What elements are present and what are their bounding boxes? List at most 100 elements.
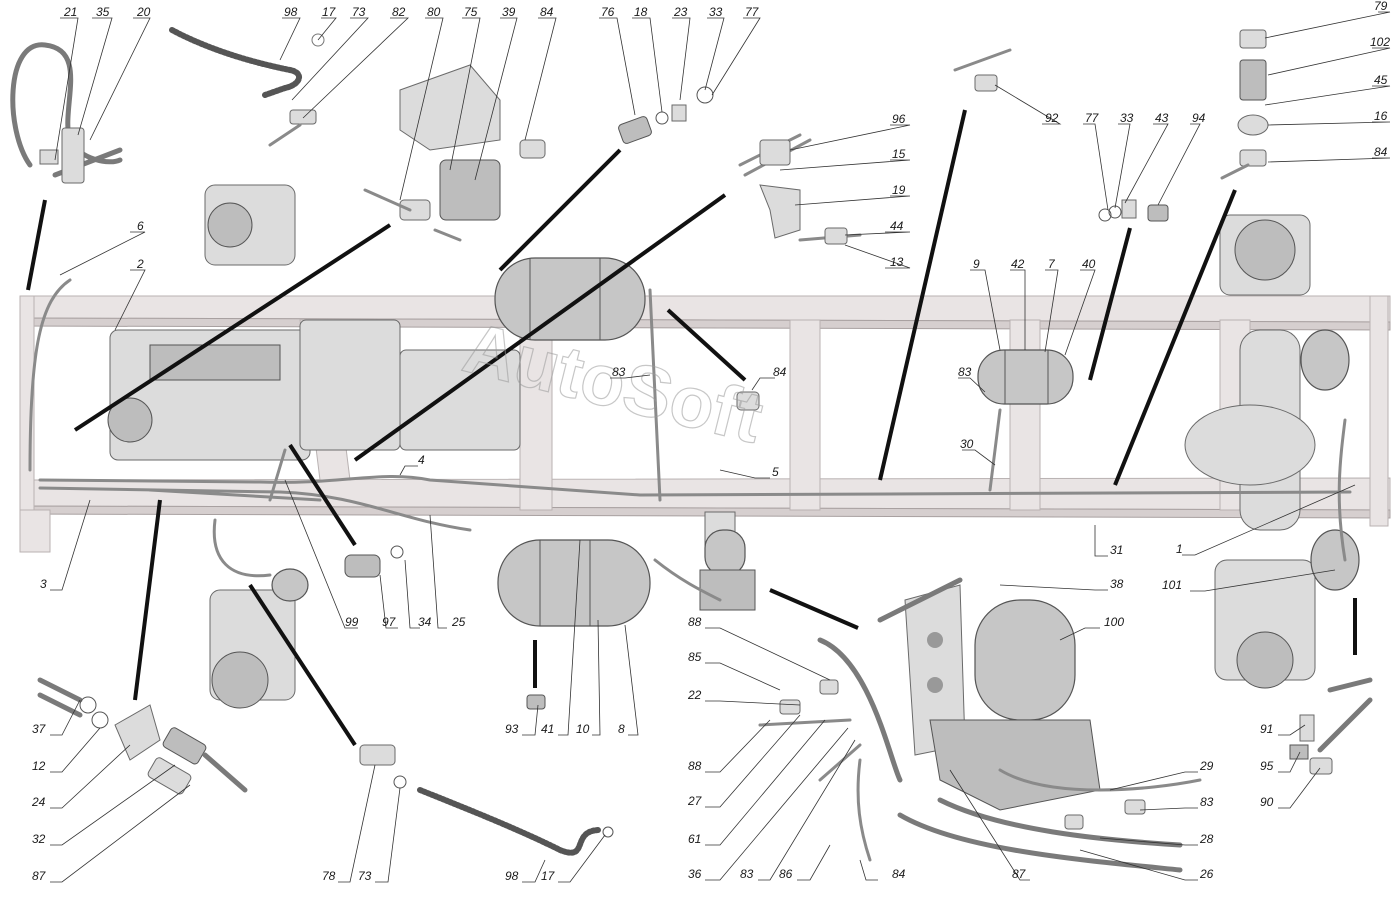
callout-17-top: 17	[322, 5, 337, 19]
callout-32: 32	[32, 832, 46, 846]
pointer-arrows	[26, 109, 1357, 747]
callout-31: 31	[1110, 543, 1123, 557]
callout-30: 30	[960, 437, 974, 451]
callout-12: 12	[32, 759, 46, 773]
callout-7: 7	[1048, 257, 1056, 271]
air-tank-lower	[497, 539, 651, 627]
callout-6: 6	[137, 219, 144, 233]
callout-10: 10	[576, 722, 590, 736]
rear-axle	[1184, 214, 1316, 689]
detail-sensor-fittings	[618, 86, 714, 144]
callout-98-bottom: 98	[505, 869, 519, 883]
callout-77-right: 77	[1085, 111, 1100, 125]
callout-13: 13	[890, 255, 904, 269]
detail-valve-bracket	[363, 64, 546, 242]
pipelines	[28, 278, 1352, 602]
callout-83-tank-mid: 83	[958, 365, 972, 379]
callout-87-dryer: 87	[1012, 867, 1027, 881]
callout-20: 20	[136, 5, 151, 19]
callout-45: 45	[1374, 73, 1388, 87]
callout-33-right: 33	[1120, 111, 1134, 125]
callout-2: 2	[136, 257, 144, 271]
callout-84-right: 84	[1374, 145, 1388, 159]
callout-5: 5	[772, 465, 779, 479]
callout-79: 79	[1374, 0, 1388, 13]
callout-100: 100	[1104, 615, 1124, 629]
callout-26: 26	[1199, 867, 1214, 881]
callout-73-top: 73	[352, 5, 366, 19]
callout-83-dryer-b: 83	[1200, 795, 1214, 809]
callout-61: 61	[688, 832, 701, 846]
callout-99: 99	[345, 615, 359, 629]
front-axle-lower	[209, 589, 296, 709]
callout-39: 39	[502, 5, 516, 19]
callout-98-top: 98	[284, 5, 298, 19]
callout-16: 16	[1374, 109, 1388, 123]
callout-leaders	[50, 11, 1391, 883]
callout-88-mid: 88	[688, 759, 702, 773]
callout-94: 94	[1192, 111, 1206, 125]
callout-35: 35	[96, 5, 110, 19]
callout-42: 42	[1011, 257, 1025, 271]
callout-80: 80	[427, 5, 441, 19]
front-axle-upper	[204, 184, 296, 266]
callout-36: 36	[688, 867, 702, 881]
detail-pipe-clamp-bracket	[738, 133, 862, 245]
callout-95: 95	[1260, 759, 1274, 773]
callout-91: 91	[1260, 722, 1273, 736]
detail-elbow-84	[736, 391, 760, 411]
callout-37: 37	[32, 722, 47, 736]
callout-87-left: 87	[32, 869, 47, 883]
detail-connector-plate	[37, 677, 248, 795]
detail-pipe-bundle	[10, 42, 123, 184]
callout-84-bottom: 84	[892, 867, 906, 881]
callout-96: 96	[892, 112, 906, 126]
callout-9: 9	[973, 257, 980, 271]
callout-40: 40	[1082, 257, 1096, 271]
callout-93: 93	[505, 722, 519, 736]
callout-97: 97	[382, 615, 397, 629]
callout-84-top: 84	[540, 5, 554, 19]
callout-numbers: 21 35 20 98 17 73 82 80 75 39 84 76 18 2…	[31, 0, 1390, 883]
callout-17-bottom: 17	[541, 869, 556, 883]
callout-85: 85	[688, 650, 702, 664]
callout-29: 29	[1199, 759, 1214, 773]
callout-21: 21	[63, 5, 77, 19]
callout-24: 24	[31, 795, 46, 809]
callout-76: 76	[601, 5, 615, 19]
callout-22: 22	[687, 688, 702, 702]
callout-82: 82	[392, 5, 406, 19]
callout-34: 34	[418, 615, 432, 629]
callout-3: 3	[40, 577, 47, 591]
callout-83-dryer-a: 83	[740, 867, 754, 881]
callout-92: 92	[1045, 111, 1059, 125]
callout-23: 23	[673, 5, 688, 19]
detail-pipe-connector-97	[344, 545, 404, 578]
callout-102: 102	[1370, 35, 1390, 49]
callout-73-bottom: 73	[358, 869, 372, 883]
detail-valve-stack-right	[1220, 29, 1269, 180]
detail-fitting-94	[1098, 199, 1169, 222]
callout-27: 27	[687, 794, 703, 808]
front-brake-chamber	[271, 568, 309, 602]
detail-pipe-fitting-92	[953, 48, 1012, 92]
detail-air-dryer	[758, 577, 1202, 873]
detail-corrugated-hose-top	[169, 27, 325, 147]
callout-43: 43	[1155, 111, 1169, 125]
air-tank-middle	[977, 349, 1074, 405]
callout-15: 15	[892, 147, 906, 161]
engine-gearbox-assembly	[107, 319, 521, 461]
callout-28: 28	[1199, 832, 1214, 846]
callout-75: 75	[464, 5, 478, 19]
callout-4: 4	[418, 453, 425, 467]
rear-brake-chamber-lower	[1310, 529, 1360, 591]
callout-8: 8	[618, 722, 625, 736]
callout-1: 1	[1176, 542, 1183, 556]
callout-41: 41	[541, 722, 554, 736]
rear-brake-chamber-upper	[1300, 329, 1350, 391]
detail-fittings-90-91-95	[1289, 677, 1373, 775]
callout-90: 90	[1260, 795, 1274, 809]
callout-78: 78	[322, 869, 336, 883]
callout-101: 101	[1162, 578, 1182, 592]
